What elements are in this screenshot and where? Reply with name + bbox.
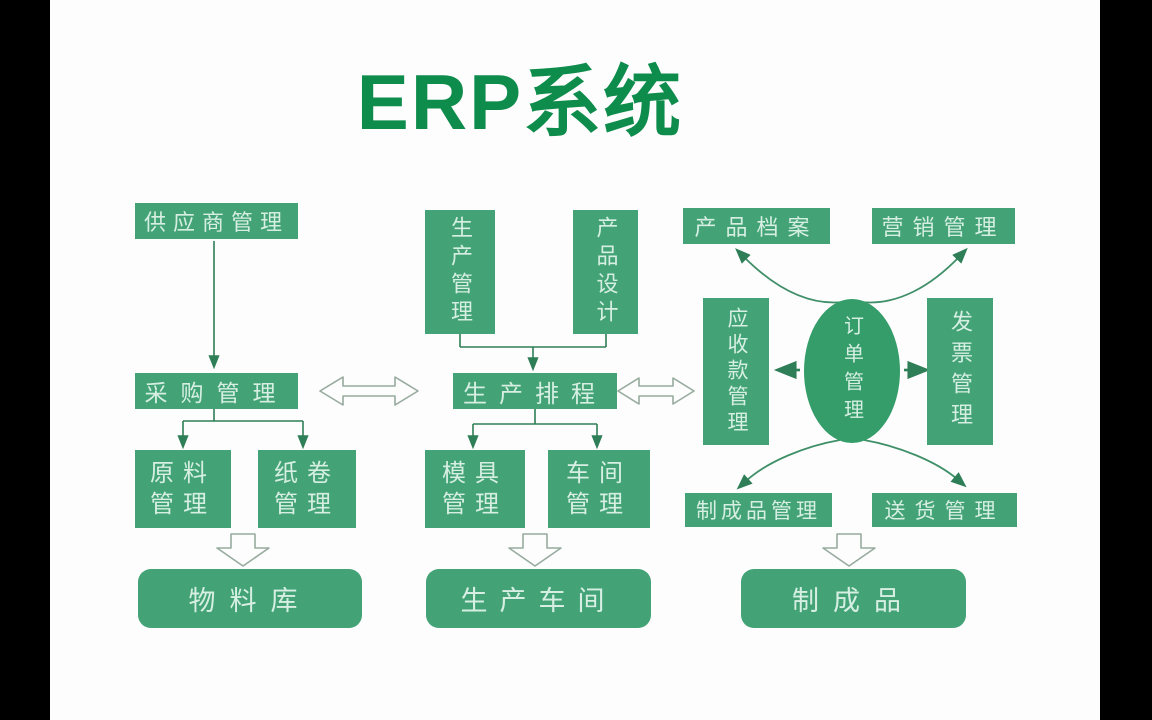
block-arrow-to-material-warehouse — [216, 533, 270, 567]
node-invoice-management: 发票管理 — [927, 298, 993, 445]
double-arrow-purchasing-scheduling — [319, 376, 419, 406]
block-arrow-to-production-workshop — [508, 533, 562, 567]
double-arrow-scheduling-receivables — [617, 377, 695, 405]
node-production-workshop: 生产车间 — [426, 569, 651, 628]
purchasing-split-bracket — [183, 409, 303, 422]
node-workshop-management: 车间管理 — [548, 450, 650, 528]
node-order-management: 订单管理 — [804, 299, 900, 443]
curve-order-to-finished-mgmt — [736, 439, 841, 490]
node-finished-product-management: 制成品管理 — [685, 493, 832, 527]
node-receivables-management: 应收款管理 — [703, 298, 769, 445]
node-paper-roll-management: 纸卷管理 — [258, 450, 356, 528]
order-curved-arrows — [735, 247, 968, 490]
scheduling-split-bracket — [473, 409, 597, 425]
node-product-archive: 产品档案 — [683, 208, 830, 244]
node-mold-management: 模具管理 — [425, 450, 525, 528]
production-design-join-bracket — [459, 334, 607, 348]
straight-arrows — [177, 241, 607, 450]
page-title: ERP系统 — [356, 58, 684, 146]
left-black-bar — [0, 0, 50, 720]
hollow-arrows — [216, 376, 876, 567]
curve-order-to-marketing — [860, 247, 968, 304]
curve-order-to-delivery — [863, 439, 967, 488]
node-production-management: 生产管理 — [425, 210, 495, 334]
node-purchasing-management: 采购管理 — [135, 373, 298, 409]
node-finished-goods: 制成品 — [741, 569, 966, 628]
node-supplier-management: 供应商管理 — [135, 203, 298, 239]
curve-order-to-archive — [735, 248, 844, 304]
node-raw-material-management: 原料管理 — [135, 450, 231, 528]
node-product-design: 产品设计 — [573, 210, 638, 334]
right-black-bar — [1100, 0, 1152, 720]
block-arrow-to-finished-goods — [822, 533, 876, 567]
node-marketing-management: 营销管理 — [872, 208, 1015, 244]
node-material-warehouse: 物料库 — [138, 569, 362, 628]
node-production-scheduling: 生产排程 — [453, 373, 617, 409]
node-delivery-management: 送货管理 — [872, 493, 1017, 527]
